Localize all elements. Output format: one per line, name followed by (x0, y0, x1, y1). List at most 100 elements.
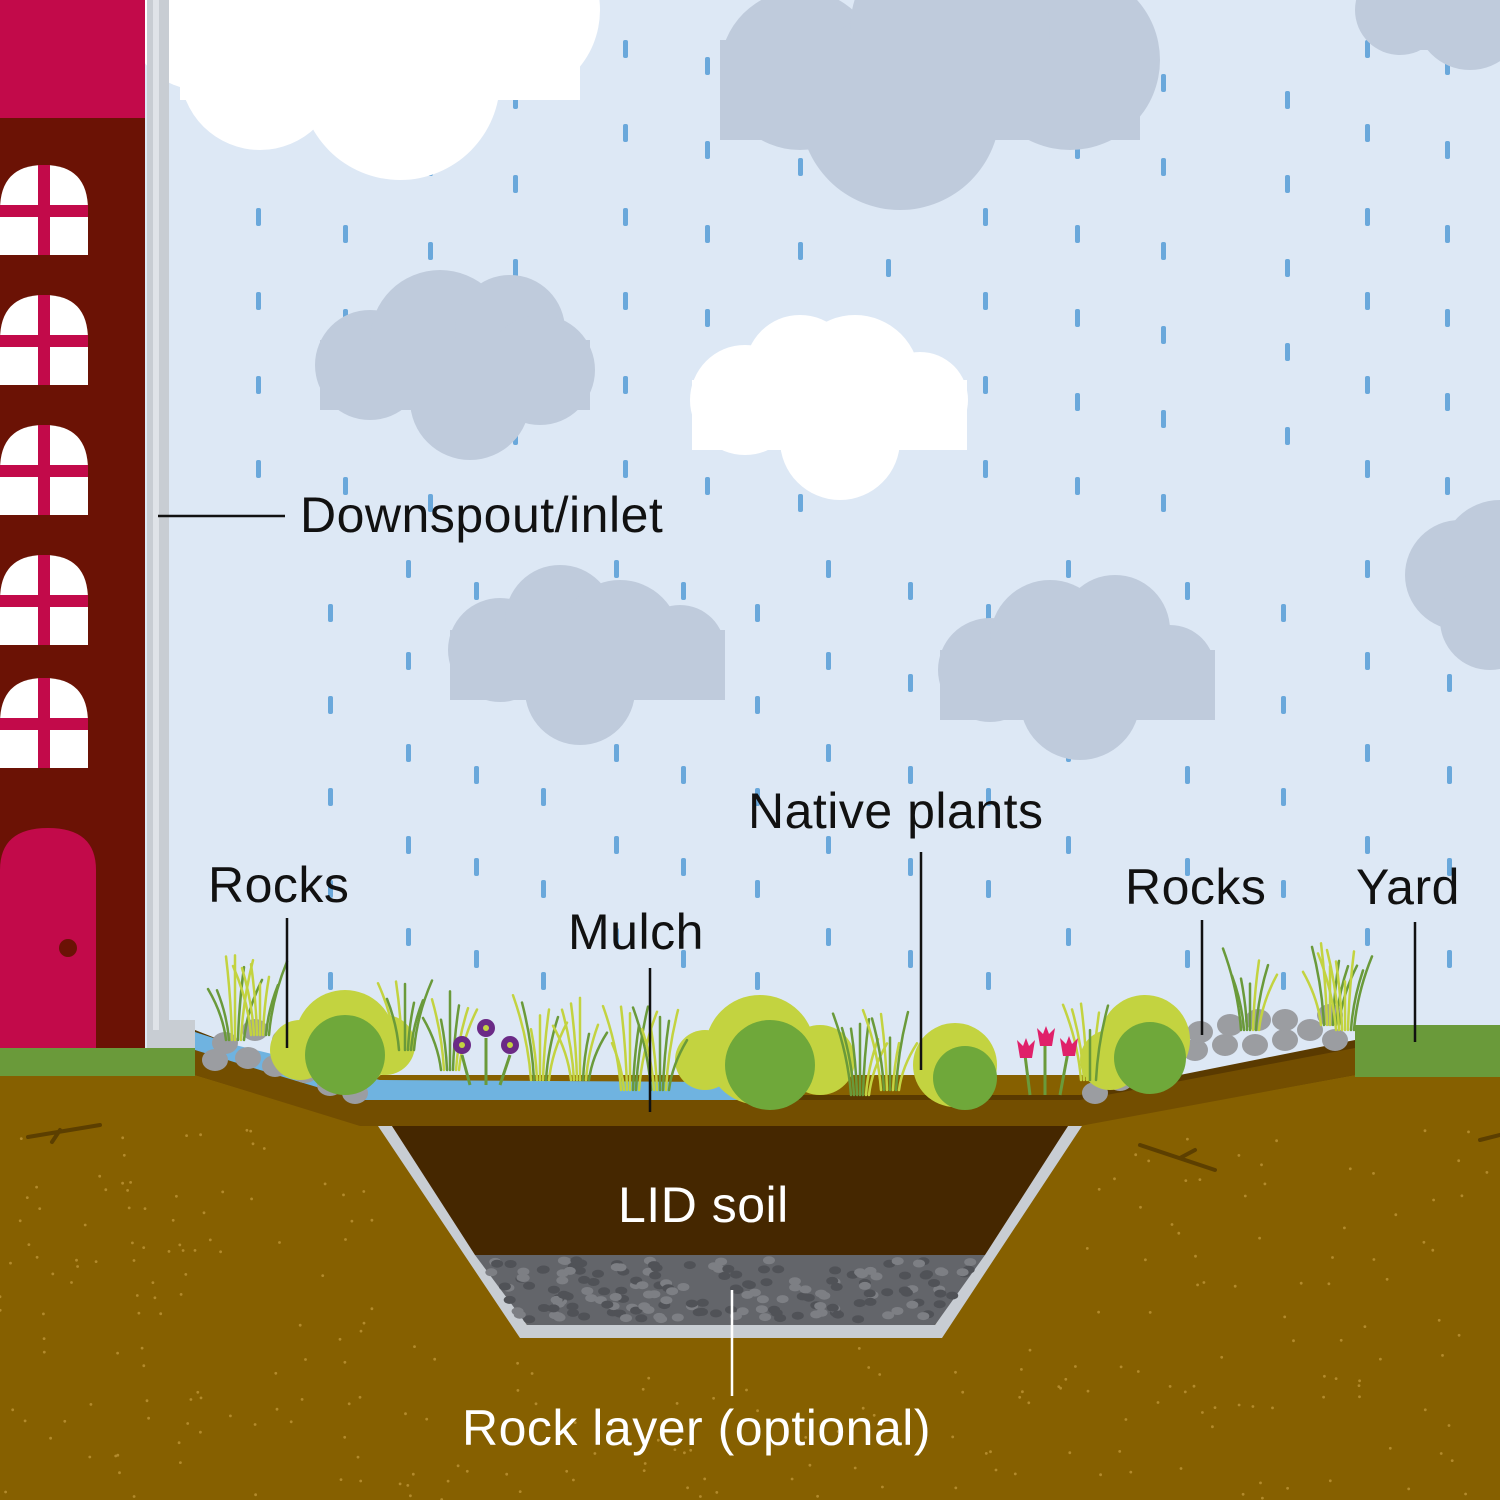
soil-speckle (229, 1414, 232, 1418)
white-cloud-center (690, 315, 968, 500)
soil-speckle (1213, 1406, 1217, 1409)
gravel-stone (964, 1258, 977, 1267)
soil-speckle (250, 1197, 254, 1201)
gravel-stone (566, 1302, 579, 1311)
rain-drop (428, 242, 433, 260)
soil-speckle (63, 1419, 67, 1423)
gravel-stone (898, 1286, 911, 1295)
grass-blade (215, 989, 231, 1042)
basin-topsoil-band (195, 1048, 1355, 1126)
soil-speckle (19, 1137, 23, 1140)
gravel-stone (858, 1281, 871, 1290)
gravel-stone (696, 1307, 708, 1316)
soil-speckle (89, 1403, 93, 1406)
building-window (0, 165, 88, 255)
grass-blade (206, 987, 228, 1042)
rock (1322, 1029, 1348, 1051)
soil-speckle (151, 1281, 155, 1284)
gravel-stone (853, 1299, 866, 1308)
rain-drop (1075, 225, 1080, 243)
soil-speckle (1423, 1408, 1427, 1412)
soil-speckle (984, 1452, 988, 1455)
gravel-stone (516, 1273, 529, 1282)
soil-speckle (127, 1206, 131, 1210)
grass-blade (1310, 945, 1326, 1027)
gravel-stone (913, 1259, 925, 1268)
door-knob (59, 939, 77, 957)
rain-drop (1066, 560, 1071, 578)
soil-speckle (129, 1181, 133, 1184)
grass-blade (610, 1041, 626, 1092)
soil-speckle (1447, 1424, 1451, 1427)
gravel-stone (956, 1268, 969, 1277)
soil-speckle (1027, 1401, 1031, 1405)
rain-drop (1285, 427, 1290, 445)
rain-drop (541, 880, 546, 898)
rain-drop (1066, 928, 1071, 946)
gravel-stone (715, 1257, 728, 1266)
soil-speckle (565, 1469, 569, 1473)
rain-drop (1075, 477, 1080, 495)
soil-speckle (1020, 1368, 1023, 1371)
soil-speckle (1348, 1167, 1352, 1171)
soil-speckle (199, 1133, 203, 1137)
gravel-stone (774, 1314, 787, 1323)
soil-speckles (0, 1128, 1489, 1500)
label-rocks-right: Rocks (1125, 859, 1267, 915)
gravel-stone (799, 1285, 812, 1294)
soil-speckle (1358, 1379, 1361, 1383)
gravel-stone (563, 1266, 576, 1275)
gravel-stone (683, 1261, 696, 1270)
yard-grass-left (0, 1048, 195, 1076)
soil-speckle (954, 1370, 957, 1374)
soil-speckle (1156, 1401, 1160, 1404)
rain-drop (826, 928, 831, 946)
gravel-stone (513, 1310, 526, 1319)
rain-drop (1185, 950, 1190, 968)
soil-speckle (75, 1258, 78, 1262)
soil-speckle (140, 1346, 144, 1350)
gravel-stone (742, 1280, 755, 1289)
soil-speckle (404, 1412, 407, 1416)
soil-speckle (178, 1243, 182, 1247)
rain-drop (614, 928, 619, 946)
soil-speckle (262, 1147, 266, 1150)
rain-drop (541, 972, 546, 990)
soil-speckle (804, 1436, 808, 1439)
rain-drop (755, 604, 760, 622)
rain-drop (614, 744, 619, 762)
soil-speckle (153, 1296, 157, 1300)
grass-blade (849, 1027, 859, 1097)
building-window (0, 678, 88, 768)
soil-speckle (1064, 1377, 1068, 1381)
soil-speckle (1292, 1339, 1295, 1343)
gravel-stone (789, 1283, 802, 1292)
gravel-stone (934, 1267, 947, 1276)
grass-blade (1251, 959, 1261, 1032)
rain-drop (798, 494, 803, 512)
rain-drop (1365, 836, 1370, 854)
rain-drop (1445, 393, 1450, 411)
rain-drop (826, 744, 831, 762)
rain-drop (1281, 972, 1286, 990)
rock (1217, 1014, 1243, 1036)
gravel-stone (758, 1265, 770, 1274)
grass-blade (831, 1012, 853, 1097)
gravel-stone (830, 1282, 843, 1291)
grass-blade (1254, 963, 1270, 1032)
soil-speckle (1251, 1405, 1255, 1408)
rain-drop (1445, 309, 1450, 327)
soil-speckle (1457, 1333, 1461, 1337)
soil-speckle (518, 1490, 522, 1493)
rock-layer-gravel (485, 1256, 977, 1324)
rain-drop (908, 950, 913, 968)
gravel-stone (636, 1281, 649, 1290)
grass-blade (409, 999, 425, 1052)
grass-blade (551, 1024, 573, 1082)
soil-speckle (836, 1430, 840, 1433)
soil-speckle (456, 1464, 460, 1468)
soil-speckle (254, 1493, 257, 1497)
soil-speckle (1237, 1403, 1241, 1407)
soil-speckle (572, 1478, 575, 1482)
rain-drop (1185, 858, 1190, 876)
